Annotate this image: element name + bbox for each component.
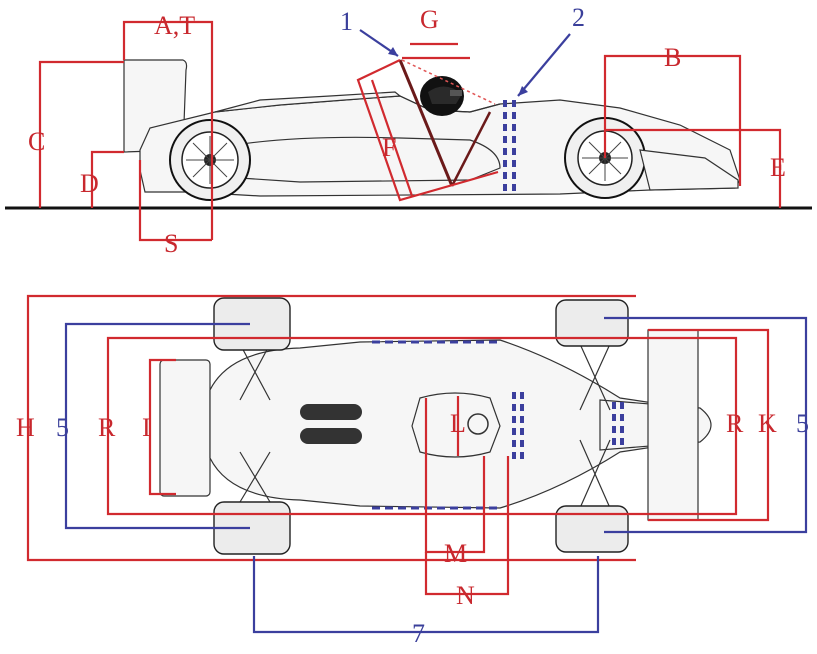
label-b: B <box>664 43 681 72</box>
dim-f <box>356 59 499 202</box>
front-suspension <box>579 343 611 509</box>
cockpit-top <box>411 392 501 458</box>
dim-c <box>38 60 124 208</box>
label-f: F <box>382 133 396 162</box>
dim-k <box>648 328 770 522</box>
label-k: K <box>758 409 777 438</box>
label-h: H <box>16 413 35 442</box>
dim-b <box>603 54 742 186</box>
label-r-right: R <box>726 409 744 438</box>
dim-a-t <box>122 20 214 240</box>
sidepod-contour <box>234 136 501 183</box>
dim-r-left <box>106 336 500 516</box>
label-a-t: A,T <box>154 11 195 40</box>
label-7: 7 <box>412 619 425 648</box>
dim-d <box>90 150 124 208</box>
rear-suspension <box>239 343 271 503</box>
helmet-clearance-line <box>401 59 496 105</box>
dim-n <box>424 456 510 596</box>
label-e: E <box>770 153 786 182</box>
arrow-2-head <box>518 86 528 96</box>
arrow-1-head <box>388 47 398 56</box>
dim-r-right <box>500 336 738 516</box>
label-c: C <box>28 127 45 156</box>
label-i: I <box>142 413 151 442</box>
label-5-right: 5 <box>796 409 809 438</box>
front-left-tyre <box>555 299 629 347</box>
intake-lower <box>300 428 362 444</box>
side-view: A,T G 1 2 B C F D E S <box>5 3 812 258</box>
dim-h <box>26 294 636 562</box>
label-s: S <box>164 229 178 258</box>
label-2: 2 <box>572 3 585 32</box>
front-wing-side <box>639 149 739 191</box>
dim-5-right <box>604 316 808 534</box>
label-l: L <box>450 409 466 438</box>
dim-5-left <box>64 322 250 530</box>
dim-m <box>424 398 486 554</box>
dim-s <box>138 160 212 242</box>
driver-helmet <box>420 76 464 116</box>
dim-7 <box>252 556 600 634</box>
top-view: H 5 R I L R K 5 M N 7 <box>16 294 809 648</box>
label-m: M <box>444 539 467 568</box>
rear-wheel-side <box>169 119 251 201</box>
engine-cover <box>214 91 402 113</box>
front-wing-top <box>647 329 699 521</box>
label-d: D <box>80 169 99 198</box>
label-5-left: 5 <box>56 413 69 442</box>
steering-wheel <box>467 413 489 435</box>
dim-f-inner <box>370 79 414 197</box>
label-n: N <box>456 581 475 610</box>
rollhoop-line <box>398 59 454 187</box>
arrow-2 <box>517 33 571 97</box>
rollhoop-line-2 <box>450 111 492 187</box>
label-g: G <box>420 5 439 34</box>
dim-i <box>148 358 176 496</box>
label-r-left: R <box>98 413 116 442</box>
front-right-tyre <box>555 505 629 553</box>
rear-wing-top <box>159 359 211 497</box>
dim-e <box>605 128 782 208</box>
label-1: 1 <box>340 7 353 36</box>
intake-upper <box>300 404 362 420</box>
